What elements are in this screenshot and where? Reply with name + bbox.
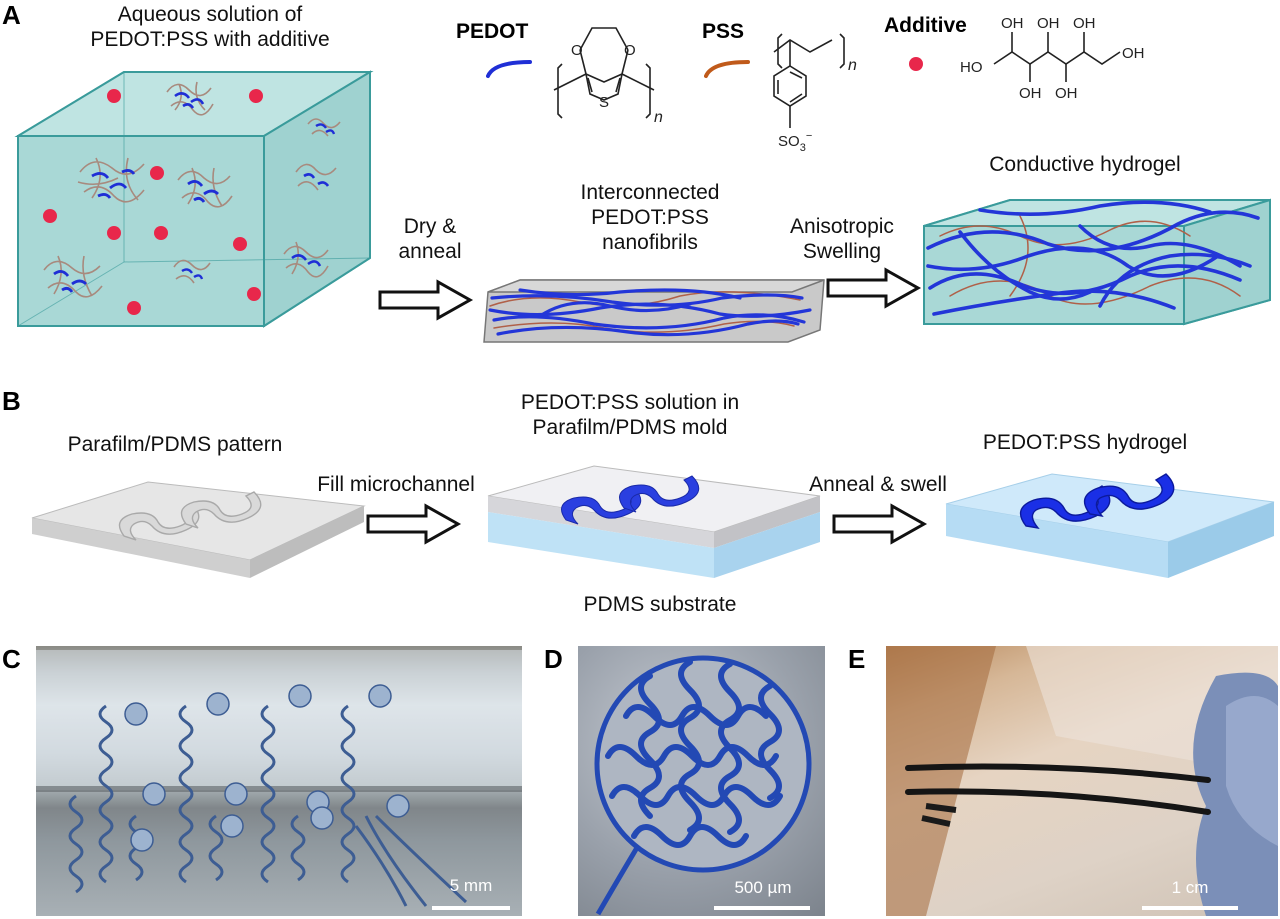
pss-n: n bbox=[848, 57, 857, 74]
box-caption: Aqueous solution of PEDOT:PSS with addit… bbox=[50, 2, 370, 52]
photo-circular-electrode: 500 µm bbox=[578, 646, 825, 916]
hydrogel-block bbox=[923, 198, 1271, 326]
pedot-o1: O bbox=[571, 42, 583, 59]
polymer-clusters bbox=[43, 81, 341, 298]
substrate-caption: PDMS substrate bbox=[583, 593, 737, 616]
hydrogel-s-pattern bbox=[1019, 473, 1175, 530]
box-caption-line2: PEDOT:PSS with additive bbox=[90, 28, 330, 51]
additive-dots bbox=[43, 89, 263, 315]
step-swelling-line1: Anisotropic bbox=[790, 215, 894, 238]
additive-structure: HO OH OH OH OH OH OH bbox=[960, 15, 1145, 102]
nanofibril-line2: PEDOT:PSS bbox=[591, 206, 709, 229]
pattern-caption: Parafilm/PDMS pattern bbox=[67, 433, 283, 456]
so3-label: SO3− bbox=[778, 130, 812, 154]
photo-device-on-rod: 5 mm bbox=[36, 646, 522, 916]
pedot-s: S bbox=[599, 94, 609, 111]
nanofibril-line1: Interconnected bbox=[580, 181, 720, 204]
s-pattern bbox=[118, 491, 262, 541]
step-swelling-line2: Swelling bbox=[802, 240, 882, 263]
anneal-swell-caption: Anneal & swell bbox=[809, 473, 947, 496]
pss-label: PSS bbox=[702, 20, 745, 43]
scale-label-c: 5 mm bbox=[449, 876, 493, 895]
step-dry-anneal: Dry & anneal bbox=[380, 214, 480, 264]
scale-label-d: 500 µm bbox=[734, 878, 792, 897]
mold-caption: PEDOT:PSS solution in Parafilm/PDMS mold bbox=[480, 390, 780, 440]
filled-mold bbox=[487, 465, 821, 578]
panel-label-e: E bbox=[848, 644, 866, 674]
mold-caption-line1: PEDOT:PSS solution in bbox=[520, 391, 740, 414]
nanofibril-caption: Interconnected PEDOT:PSS nanofibrils bbox=[540, 180, 760, 255]
pedot-o2: O bbox=[624, 42, 636, 59]
additive-oh-5: OH bbox=[1073, 15, 1096, 32]
so3-charge: − bbox=[806, 130, 812, 142]
additive-oh-3: OH bbox=[1037, 15, 1060, 32]
scale-bar-d bbox=[714, 906, 810, 910]
pedot-structure: O O S n bbox=[553, 27, 663, 126]
pedot-n: n bbox=[654, 109, 663, 126]
electrode-mesh bbox=[594, 655, 812, 916]
parafilm-pattern bbox=[31, 481, 366, 578]
blue-s-pattern bbox=[561, 475, 700, 525]
arrow-fill bbox=[366, 503, 462, 545]
step-dry-line1: Dry & bbox=[403, 215, 457, 238]
additive-ho-left: HO bbox=[960, 59, 983, 76]
additive-oh-1: OH bbox=[1001, 15, 1024, 32]
so3-main: SO bbox=[778, 133, 800, 150]
pedot-label: PEDOT bbox=[456, 20, 529, 43]
scale-bar-c bbox=[432, 906, 510, 910]
film-scene bbox=[886, 646, 1278, 916]
photo-hydrogel-film: 1 cm bbox=[886, 646, 1278, 916]
additive-legend-dot bbox=[909, 57, 923, 71]
scale-bar-e bbox=[1142, 906, 1238, 910]
additive-oh-2: OH bbox=[1019, 85, 1042, 102]
serpentine-electrodes bbox=[36, 650, 522, 907]
panel-label-d: D bbox=[544, 644, 563, 674]
pedot-hydrogel-caption: PEDOT:PSS hydrogel bbox=[982, 431, 1188, 454]
hydrogel-caption: Conductive hydrogel bbox=[989, 153, 1181, 176]
arrow-swelling bbox=[826, 267, 922, 309]
additive-oh-4: OH bbox=[1055, 85, 1078, 102]
scale-label-e: 1 cm bbox=[1171, 878, 1209, 897]
pedot-legend-line bbox=[486, 60, 532, 78]
nanofibril-film bbox=[483, 279, 825, 343]
hydrogel-device bbox=[945, 473, 1275, 578]
so3-sub: 3 bbox=[800, 142, 806, 154]
pss-structure: n SO3− bbox=[773, 33, 857, 154]
nanofibril-line3: nanofibrils bbox=[602, 231, 698, 254]
panel-label-a: A bbox=[2, 0, 21, 30]
solution-cube bbox=[14, 70, 374, 328]
box-caption-line1: Aqueous solution of bbox=[117, 3, 303, 26]
step-swelling: Anisotropic Swelling bbox=[772, 214, 912, 264]
fill-caption: Fill microchannel bbox=[317, 473, 475, 496]
mold-caption-line2: Parafilm/PDMS mold bbox=[532, 416, 728, 439]
step-dry-line2: anneal bbox=[398, 240, 462, 263]
arrow-anneal-swell bbox=[832, 503, 928, 545]
panel-label-c: C bbox=[2, 644, 21, 674]
additive-oh-right: OH bbox=[1122, 45, 1145, 62]
pss-legend-line bbox=[704, 60, 750, 78]
panel-label-b: B bbox=[2, 386, 21, 416]
arrow-dry-anneal bbox=[378, 279, 474, 321]
additive-label: Additive bbox=[884, 14, 967, 37]
